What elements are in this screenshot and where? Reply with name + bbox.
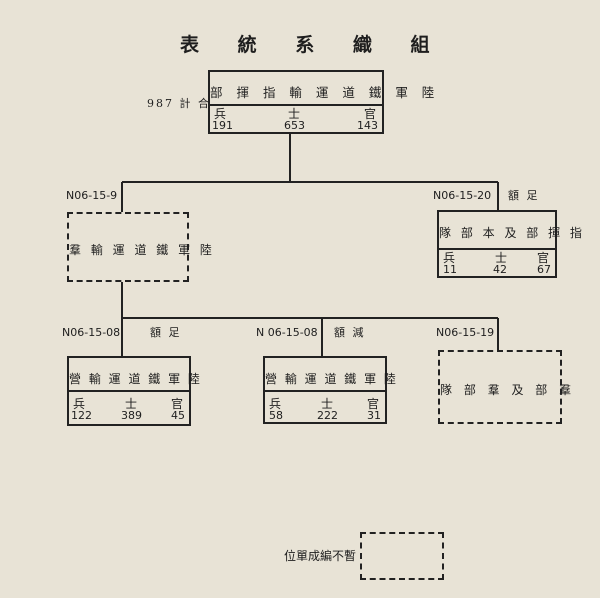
root-divider <box>210 104 382 106</box>
left-branch-name: 羣 輸 運 道 鐵 軍 陸 <box>69 243 215 257</box>
unit1-name: 營 輸 運 道 鐵 軍 陸 <box>69 372 202 386</box>
right-count-officer: 67 <box>537 263 551 276</box>
unit3-name: 隊 部 羣 及 部 羣 <box>440 383 576 397</box>
unit1-code: N06-15-08 <box>62 326 121 339</box>
unit1-rank-officer: 官 <box>170 397 183 411</box>
root-command-box: 部 揮 指 輸 運 道 鐵 軍 陸 兵 士 官 191 653 143 <box>208 70 440 134</box>
unit3-code: N06-15-19 <box>436 326 495 339</box>
unit1-rank-nco: 士 <box>125 397 138 411</box>
unit2-rank-soldier: 兵 <box>269 397 282 411</box>
right-branch-code: N06-15-20 <box>433 189 492 202</box>
unit2-rank-nco: 士 <box>321 397 334 411</box>
root-count-nco: 653 <box>284 119 305 132</box>
unit2-code: N 06-15-08 <box>256 326 318 339</box>
unit2-box: 營 輸 運 道 鐵 軍 陸 兵 士 官 58 222 31 <box>263 356 398 424</box>
right-count-soldier: 11 <box>443 263 457 276</box>
legend-dashed-box <box>360 532 444 580</box>
right-branch-name: 隊 部 本 及 部 揮 指 <box>439 226 585 240</box>
unit3-box: 隊 部 羣 及 部 羣 <box>438 350 576 424</box>
legend-label: 位單成編不暫 <box>284 549 357 563</box>
root-rank-officer: 官 <box>363 107 376 121</box>
unit1-rank-soldier: 兵 <box>73 397 86 411</box>
unit1-count-officer: 45 <box>171 409 185 422</box>
unit2-rank-officer: 官 <box>366 397 379 411</box>
unit2-count-officer: 31 <box>367 409 381 422</box>
root-rank-nco: 士 <box>288 107 301 121</box>
unit2-count-soldier: 58 <box>269 409 283 422</box>
unit1-box: 營 輸 運 道 鐵 軍 陸 兵 士 官 122 389 45 <box>67 356 202 426</box>
root-count-soldier: 191 <box>212 119 233 132</box>
right-branch-divider <box>439 248 555 250</box>
unit1-count-nco: 389 <box>121 409 142 422</box>
left-branch-code: N06-15-9 <box>66 189 118 202</box>
unit1-divider <box>69 390 189 392</box>
unit1-count-soldier: 122 <box>71 409 92 422</box>
root-rank-soldier: 兵 <box>214 107 227 121</box>
root-total-label: 987 計 合 <box>147 97 211 110</box>
chart-title: 表 統 系 織 組 <box>180 34 446 56</box>
right-rank-officer: 官 <box>536 251 549 265</box>
right-branch-box: 隊 部 本 及 部 揮 指 兵 士 官 11 42 67 <box>437 210 585 278</box>
unit1-note: 額 足 <box>150 326 182 339</box>
unit2-note: 額 減 <box>334 326 366 339</box>
unit2-divider <box>265 390 385 392</box>
left-branch-box: 羣 輸 運 道 鐵 軍 陸 <box>67 212 215 282</box>
root-count-officer: 143 <box>357 119 378 132</box>
unit2-count-nco: 222 <box>317 409 338 422</box>
right-rank-nco: 士 <box>495 251 508 265</box>
right-count-nco: 42 <box>493 263 507 276</box>
root-name: 部 揮 指 輸 運 道 鐵 軍 陸 <box>210 85 440 100</box>
unit2-name: 營 輸 運 道 鐵 軍 陸 <box>265 372 398 386</box>
right-rank-soldier: 兵 <box>443 251 456 265</box>
right-branch-note: 額 足 <box>508 189 540 202</box>
